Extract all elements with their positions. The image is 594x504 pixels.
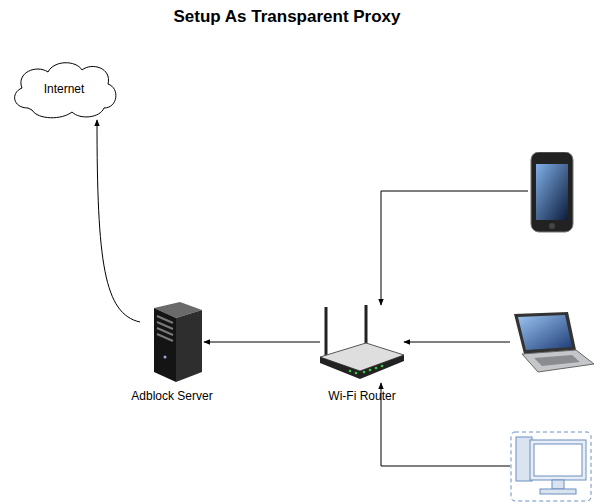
phone-icon — [528, 152, 576, 234]
phone-node — [528, 152, 576, 234]
connector-arrow — [404, 342, 510, 343]
node-label: Internet — [8, 58, 120, 120]
desktop-icon — [510, 431, 592, 502]
server-node: Adblock Server — [116, 302, 228, 406]
router-icon — [320, 305, 404, 383]
laptop-node — [510, 312, 594, 374]
desktop-node — [510, 431, 592, 502]
connector-arrow — [381, 383, 510, 466]
laptop-icon — [510, 312, 594, 374]
diagram-title: Setup As Transparent Proxy — [0, 7, 574, 27]
router-node: Wi-Fi Router — [310, 305, 414, 405]
connector-arrow — [381, 191, 528, 305]
connector-arrow — [97, 120, 140, 322]
node-label: Wi-Fi Router — [310, 389, 414, 403]
cloud-node: Internet — [8, 58, 120, 120]
connector-arrow — [204, 342, 320, 343]
node-label: Adblock Server — [116, 389, 228, 403]
server-icon — [140, 302, 204, 382]
